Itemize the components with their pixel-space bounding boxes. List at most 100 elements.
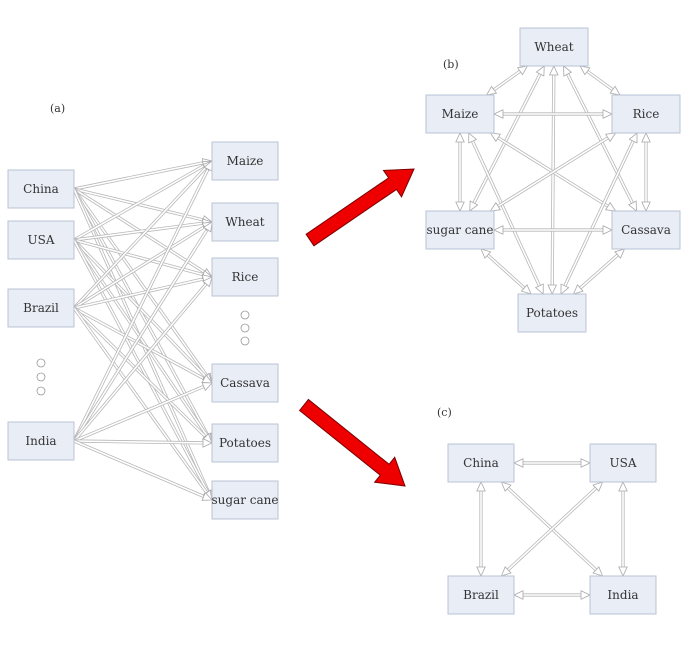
edge-brazil-maize — [72, 165, 209, 310]
node-box — [447, 443, 515, 483]
panel-a-label: (a) — [50, 102, 65, 115]
node-box — [517, 293, 587, 333]
node-box — [519, 27, 589, 67]
edge-china-usa-head — [580, 458, 591, 468]
node-box — [589, 443, 657, 483]
node-label: India — [607, 588, 638, 602]
edge-maize-potatoes-head — [534, 283, 544, 295]
country-node-usa: USA — [7, 220, 75, 260]
edge-maize-rice-tail-head — [493, 109, 504, 119]
edge-usa-india-head — [618, 566, 628, 577]
edge-rice-cassava-head — [641, 201, 651, 212]
crop-network-node-potatoes: Potatoes — [517, 293, 587, 333]
country-node-brazil: Brazil — [7, 288, 75, 328]
edge-india-potatoes — [73, 439, 206, 445]
node-label: Potatoes — [526, 306, 578, 320]
transform-arrow-to-b — [305, 168, 415, 247]
edge-rice-potatoes — [562, 138, 636, 289]
node-box — [7, 288, 75, 328]
node-label: Rice — [633, 107, 660, 121]
edge-cassava-potatoes-head — [572, 284, 584, 295]
ellipsis-dot-crops-2 — [240, 336, 250, 346]
edge-wheat-potatoes-tail-head — [548, 65, 559, 76]
country-node-china: China — [7, 169, 75, 209]
ellipsis-dot-crops-1 — [240, 323, 250, 333]
edge-brazil-cassava — [73, 306, 207, 382]
node-box — [211, 141, 279, 181]
edge-rice-sugar-cane-head — [489, 201, 501, 212]
edge-maize-sugar-cane-head — [455, 201, 465, 212]
edge-wheat-rice-head — [609, 85, 621, 96]
edge-wheat-maize-tail-head — [516, 65, 529, 76]
edge-maize-sugar-cane-tail-head — [455, 132, 465, 143]
country-node-india: India — [7, 421, 75, 461]
edge-china-india-tail-head — [500, 481, 512, 492]
country-network-node-india: India — [589, 575, 657, 615]
ellipsis-dot-countries-1 — [36, 372, 46, 382]
node-label: Potatoes — [219, 436, 271, 450]
edge-rice-sugar-cane-tail-head — [605, 132, 617, 143]
edge-wheat-cassava-head — [627, 200, 637, 212]
node-label: Maize — [227, 154, 264, 168]
edge-brazil-wheat — [73, 224, 207, 310]
node-label: India — [25, 434, 56, 448]
edge-sugar-cane-cassava-head — [602, 225, 613, 235]
edge-wheat-sugar-cane — [471, 71, 543, 206]
node-label: sugar cane — [427, 223, 494, 237]
edge-china-wheat — [73, 187, 206, 222]
edge-india-sugar-cane — [73, 439, 207, 499]
edge-usa-brazil — [505, 485, 599, 573]
node-box — [425, 210, 495, 250]
edge-usa-maize — [73, 163, 207, 242]
node-box — [211, 480, 279, 520]
edge-maize-cassava-head — [605, 201, 617, 212]
edge-wheat-maize — [491, 68, 523, 93]
edge-rice-potatoes-head — [560, 283, 570, 295]
node-label: USA — [610, 456, 637, 470]
edge-india-cassava — [73, 384, 207, 443]
panel-b-label: (b) — [443, 58, 459, 71]
edge-usa-potatoes — [72, 239, 210, 439]
edge-brazil-potatoes — [72, 306, 209, 440]
crop-network-node-sugar-cane: sugar cane — [425, 210, 495, 250]
country-network-node-china: China — [447, 443, 515, 483]
node-box — [447, 575, 515, 615]
edge-usa-wheat — [73, 221, 206, 242]
edge-cassava-potatoes — [577, 252, 621, 291]
node-label: Wheat — [225, 215, 264, 229]
edge-wheat-rice — [584, 68, 616, 93]
edge-china-cassava — [72, 188, 210, 379]
edge-india-wheat — [72, 227, 210, 442]
edge-india-rice — [72, 281, 209, 443]
crop-network-node-cassava: Cassava — [611, 210, 681, 250]
edge-brazil-india-tail-head — [513, 590, 524, 600]
edge-india-maize — [72, 166, 211, 442]
edge-usa-brazil-tail-head — [592, 481, 604, 492]
node-label: USA — [28, 233, 55, 247]
node-box — [211, 257, 279, 297]
edge-india-potatoes-head — [202, 438, 213, 448]
edge-rice-cassava-tail-head — [641, 132, 651, 143]
transform-arrow-to-c — [298, 398, 406, 487]
node-label: sugar cane — [212, 493, 279, 507]
edge-wheat-cassava-tail-head — [563, 65, 573, 77]
crop-network-node-rice: Rice — [611, 94, 681, 134]
edge-wheat-sugar-cane-head — [469, 200, 479, 212]
edge-rice-potatoes-tail-head — [628, 132, 638, 144]
node-label: Brazil — [23, 301, 59, 315]
edge-brazil-rice — [73, 276, 206, 310]
crop-node-maize: Maize — [211, 141, 279, 181]
edge-rice-sugar-cane — [495, 135, 611, 209]
ellipsis-dot-crops-0 — [240, 310, 250, 320]
country-network-node-usa: USA — [589, 443, 657, 483]
edge-sugar-cane-potatoes-head — [520, 284, 532, 295]
edge-china-maize — [73, 160, 206, 191]
node-label: Maize — [442, 107, 479, 121]
panel-c-label: (c) — [437, 406, 452, 419]
edge-wheat-potatoes-head — [547, 284, 558, 295]
crop-node-rice: Rice — [211, 257, 279, 297]
edge-sugar-cane-cassava-tail-head — [493, 225, 504, 235]
crop-network-node-wheat: Wheat — [519, 27, 589, 67]
node-box — [611, 210, 681, 250]
crop-node-cassava: Cassava — [211, 363, 279, 403]
